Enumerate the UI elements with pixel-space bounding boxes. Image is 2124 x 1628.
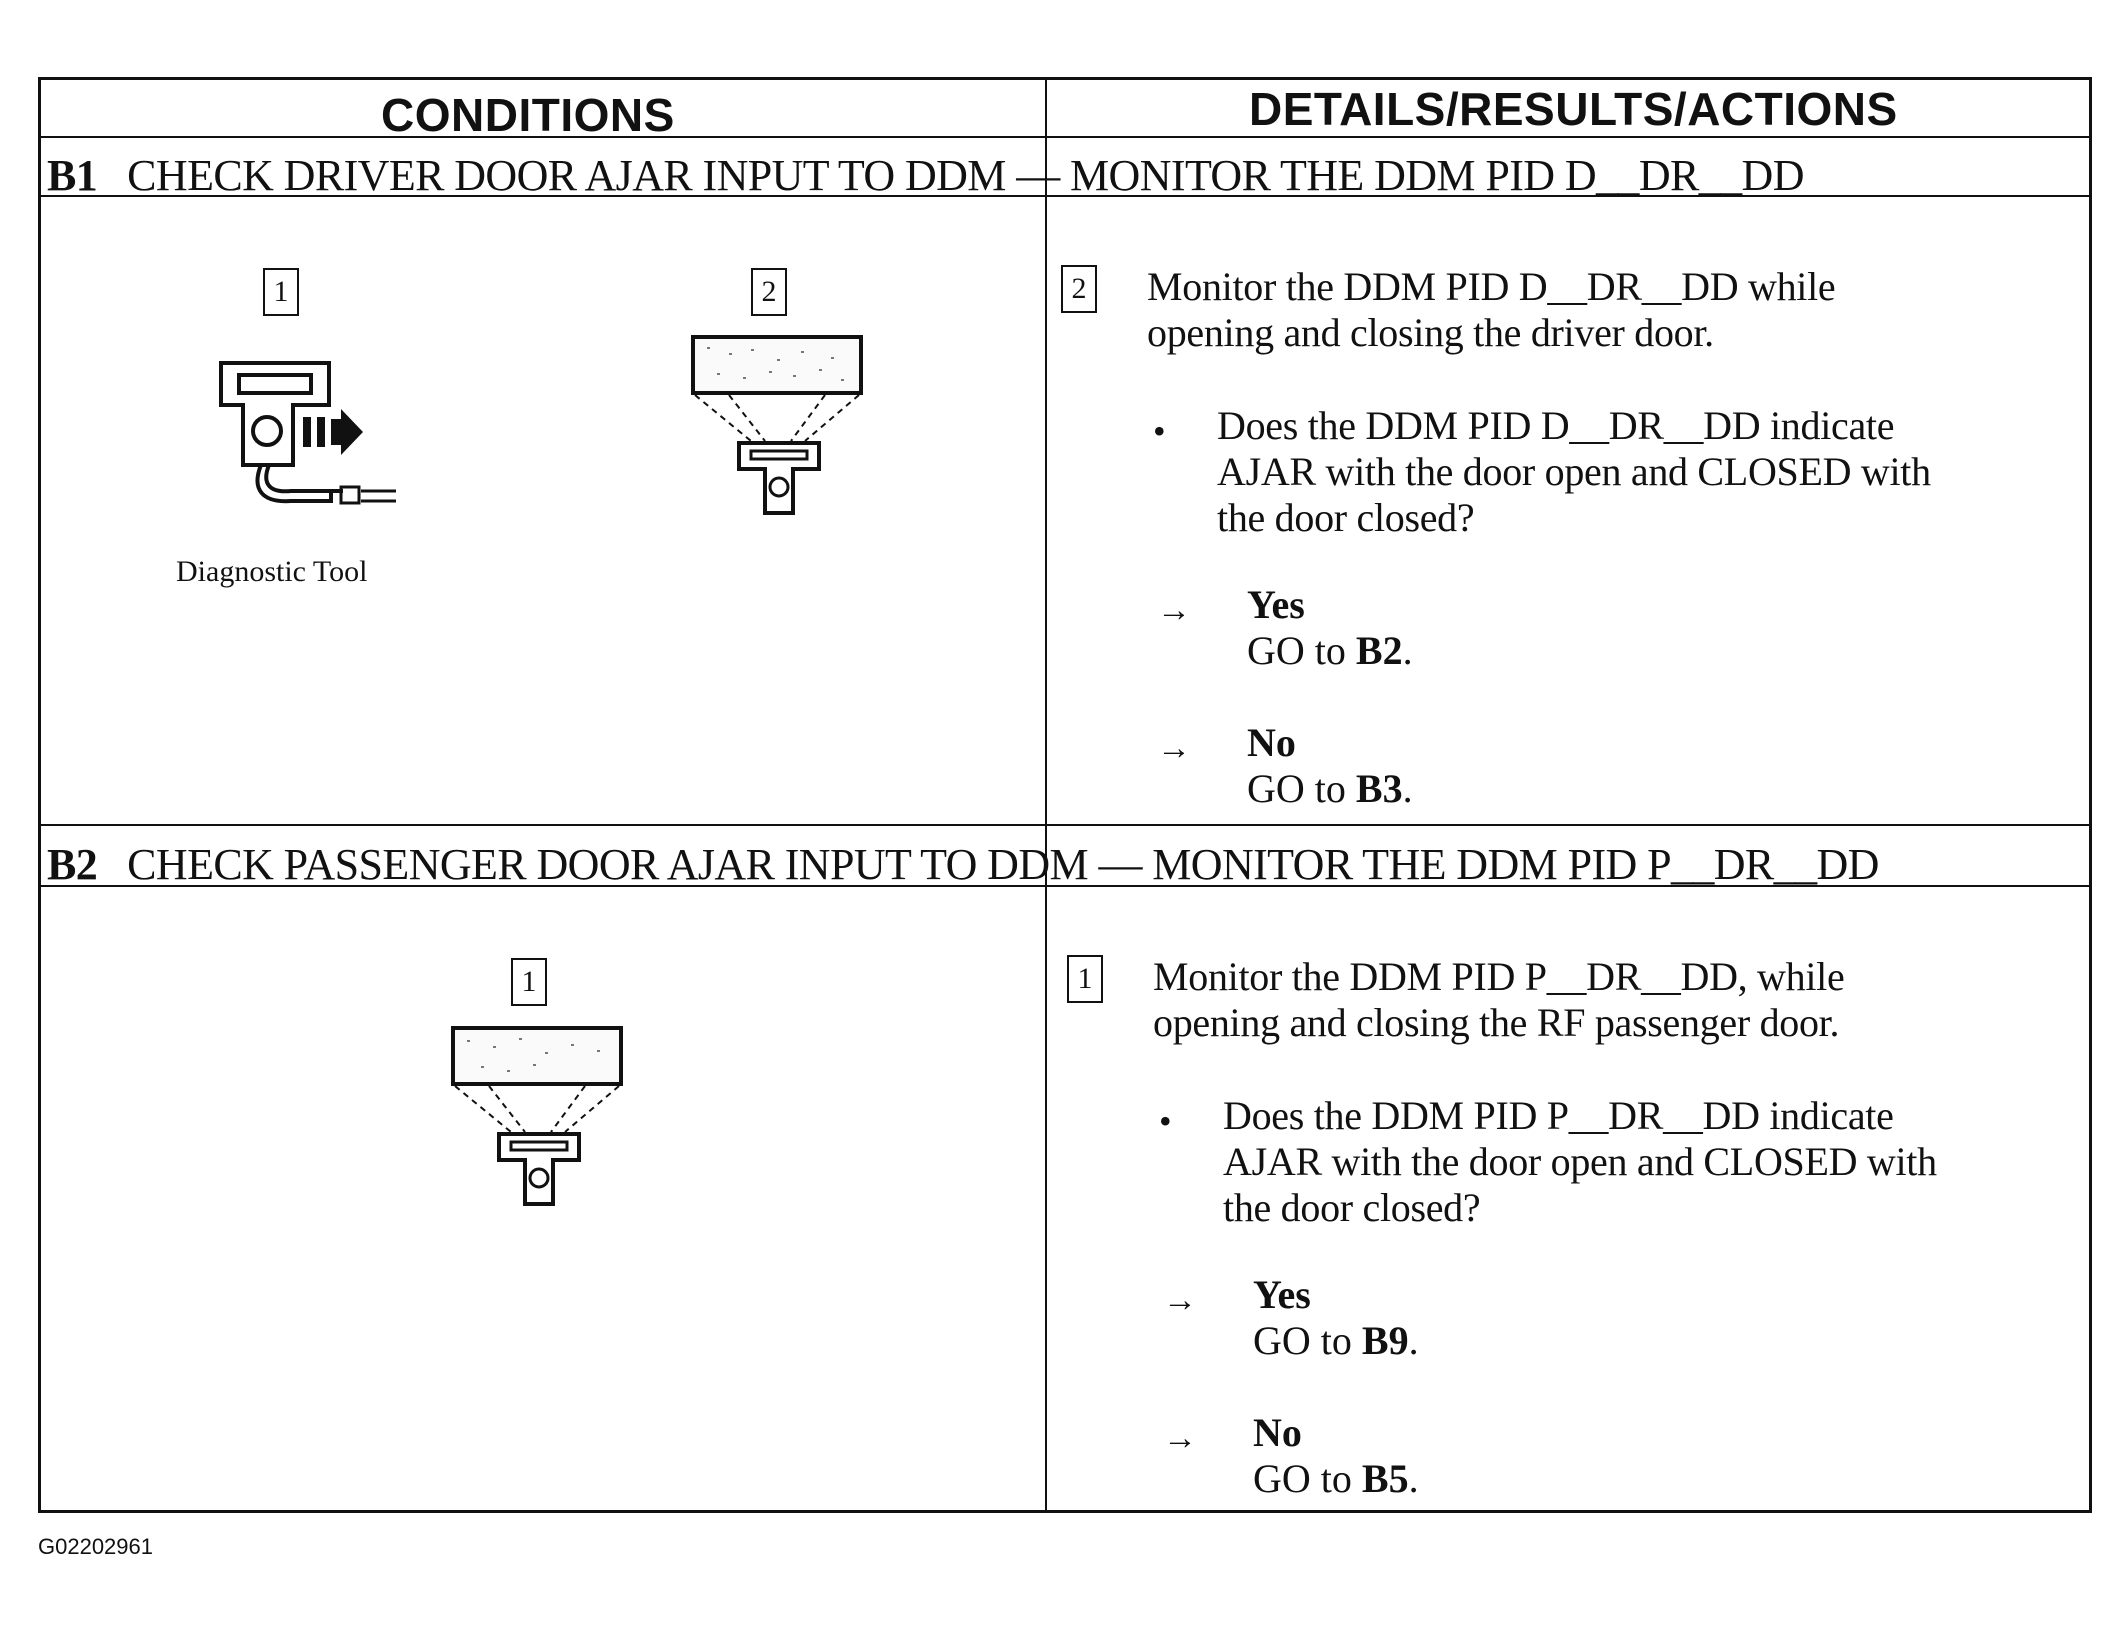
step-title-b1: B1 CHECK DRIVER DOOR AJAR INPUT TO DDM — … <box>47 150 1805 201</box>
question-text-b1: Does the DDM PID D__DR__DD indicate AJAR… <box>1217 403 1931 541</box>
b2-top-divider <box>41 824 2089 826</box>
b2-title-divider <box>41 885 2089 887</box>
header-divider <box>41 136 2089 138</box>
question-text-b2: Does the DDM PID P__DR__DD indicate AJAR… <box>1223 1093 1937 1231</box>
no-period-b2: . <box>1408 1456 1419 1501</box>
answer-yes-b2: Yes GO to B9. <box>1253 1272 1419 1364</box>
answer-no-b2: No GO to B5. <box>1253 1410 1419 1502</box>
yes-label-b1: Yes <box>1247 582 1305 627</box>
yes-period-b1: . <box>1402 628 1413 673</box>
no-target-b2: B5 <box>1361 1456 1409 1501</box>
question-line-2-b1: AJAR with the door open and CLOSED with <box>1217 449 1931 494</box>
arrow-no-b2: → <box>1163 1420 1197 1457</box>
figure-label-1: 1 <box>263 268 299 316</box>
yes-label-b2: Yes <box>1253 1272 1311 1317</box>
question-line-1-b2: Does the DDM PID P__DR__DD indicate <box>1223 1093 1894 1138</box>
yes-prefix-b1: GO to <box>1247 628 1356 673</box>
figure-caption: Diagnostic Tool <box>176 555 368 588</box>
no-label-b2: No <box>1253 1410 1302 1455</box>
arrow-no-b1: → <box>1157 730 1191 767</box>
no-target-b1: B3 <box>1355 766 1403 811</box>
bullet-b1: • <box>1153 411 1166 451</box>
step-id-b1: B1 <box>47 151 98 200</box>
diagnostic-tool-icon <box>219 361 396 505</box>
action-line-2-b2: opening and closing the RF passenger doo… <box>1153 1000 1840 1045</box>
answer-no-b1: No GO to B3. <box>1247 720 1413 812</box>
question-line-3-b1: the door closed? <box>1217 495 1475 540</box>
no-prefix-b2: GO to <box>1253 1456 1362 1501</box>
no-label-b1: No <box>1247 720 1296 765</box>
details-header: DETAILS/RESULTS/ACTIONS <box>1249 83 1898 135</box>
step-title-text-b1: CHECK DRIVER DOOR AJAR INPUT TO DDM — MO… <box>127 151 1804 200</box>
no-prefix-b1: GO to <box>1247 766 1356 811</box>
no-period-b1: . <box>1402 766 1413 811</box>
yes-target-b2: B9 <box>1361 1318 1409 1363</box>
action-text-b2: Monitor the DDM PID P__DR__DD, while ope… <box>1153 954 1845 1046</box>
question-line-3-b2: the door closed? <box>1223 1185 1481 1230</box>
step-title-b2: B2 CHECK PASSENGER DOOR AJAR INPUT TO DDM… <box>47 839 1879 890</box>
step-id-b2: B2 <box>47 840 98 889</box>
answer-yes-b1: Yes GO to B2. <box>1247 582 1413 674</box>
figure-label-b2: 1 <box>511 958 547 1006</box>
action-line-1-b2: Monitor the DDM PID P__DR__DD, while <box>1153 954 1845 999</box>
yes-target-b1: B2 <box>1355 628 1403 673</box>
figure-label-2: 2 <box>751 268 787 316</box>
yes-prefix-b2: GO to <box>1253 1318 1362 1363</box>
tool-screen-icon-b2 <box>451 1026 623 1206</box>
arrow-yes-b2: → <box>1163 1282 1197 1319</box>
action-number-b1: 2 <box>1061 265 1097 313</box>
figure-id: G02202961 <box>38 1534 153 1559</box>
action-number-b2: 1 <box>1067 955 1103 1003</box>
action-line-1-b1: Monitor the DDM PID D__DR__DD while <box>1147 264 1836 309</box>
arrow-yes-b1: → <box>1157 592 1191 629</box>
b1-title-divider <box>41 195 2089 197</box>
bullet-b2: • <box>1159 1101 1172 1141</box>
question-line-2-b2: AJAR with the door open and CLOSED with <box>1223 1139 1937 1184</box>
action-text-b1: Monitor the DDM PID D__DR__DD while open… <box>1147 264 1836 356</box>
conditions-header: CONDITIONS <box>381 89 675 141</box>
step-title-text-b2: CHECK PASSENGER DOOR AJAR INPUT TO DDM —… <box>127 840 1879 889</box>
column-divider <box>1045 80 1047 1510</box>
yes-period-b2: . <box>1408 1318 1419 1363</box>
action-line-2-b1: opening and closing the driver door. <box>1147 310 1714 355</box>
question-line-1-b1: Does the DDM PID D__DR__DD indicate <box>1217 403 1895 448</box>
tool-screen-icon <box>691 335 863 515</box>
